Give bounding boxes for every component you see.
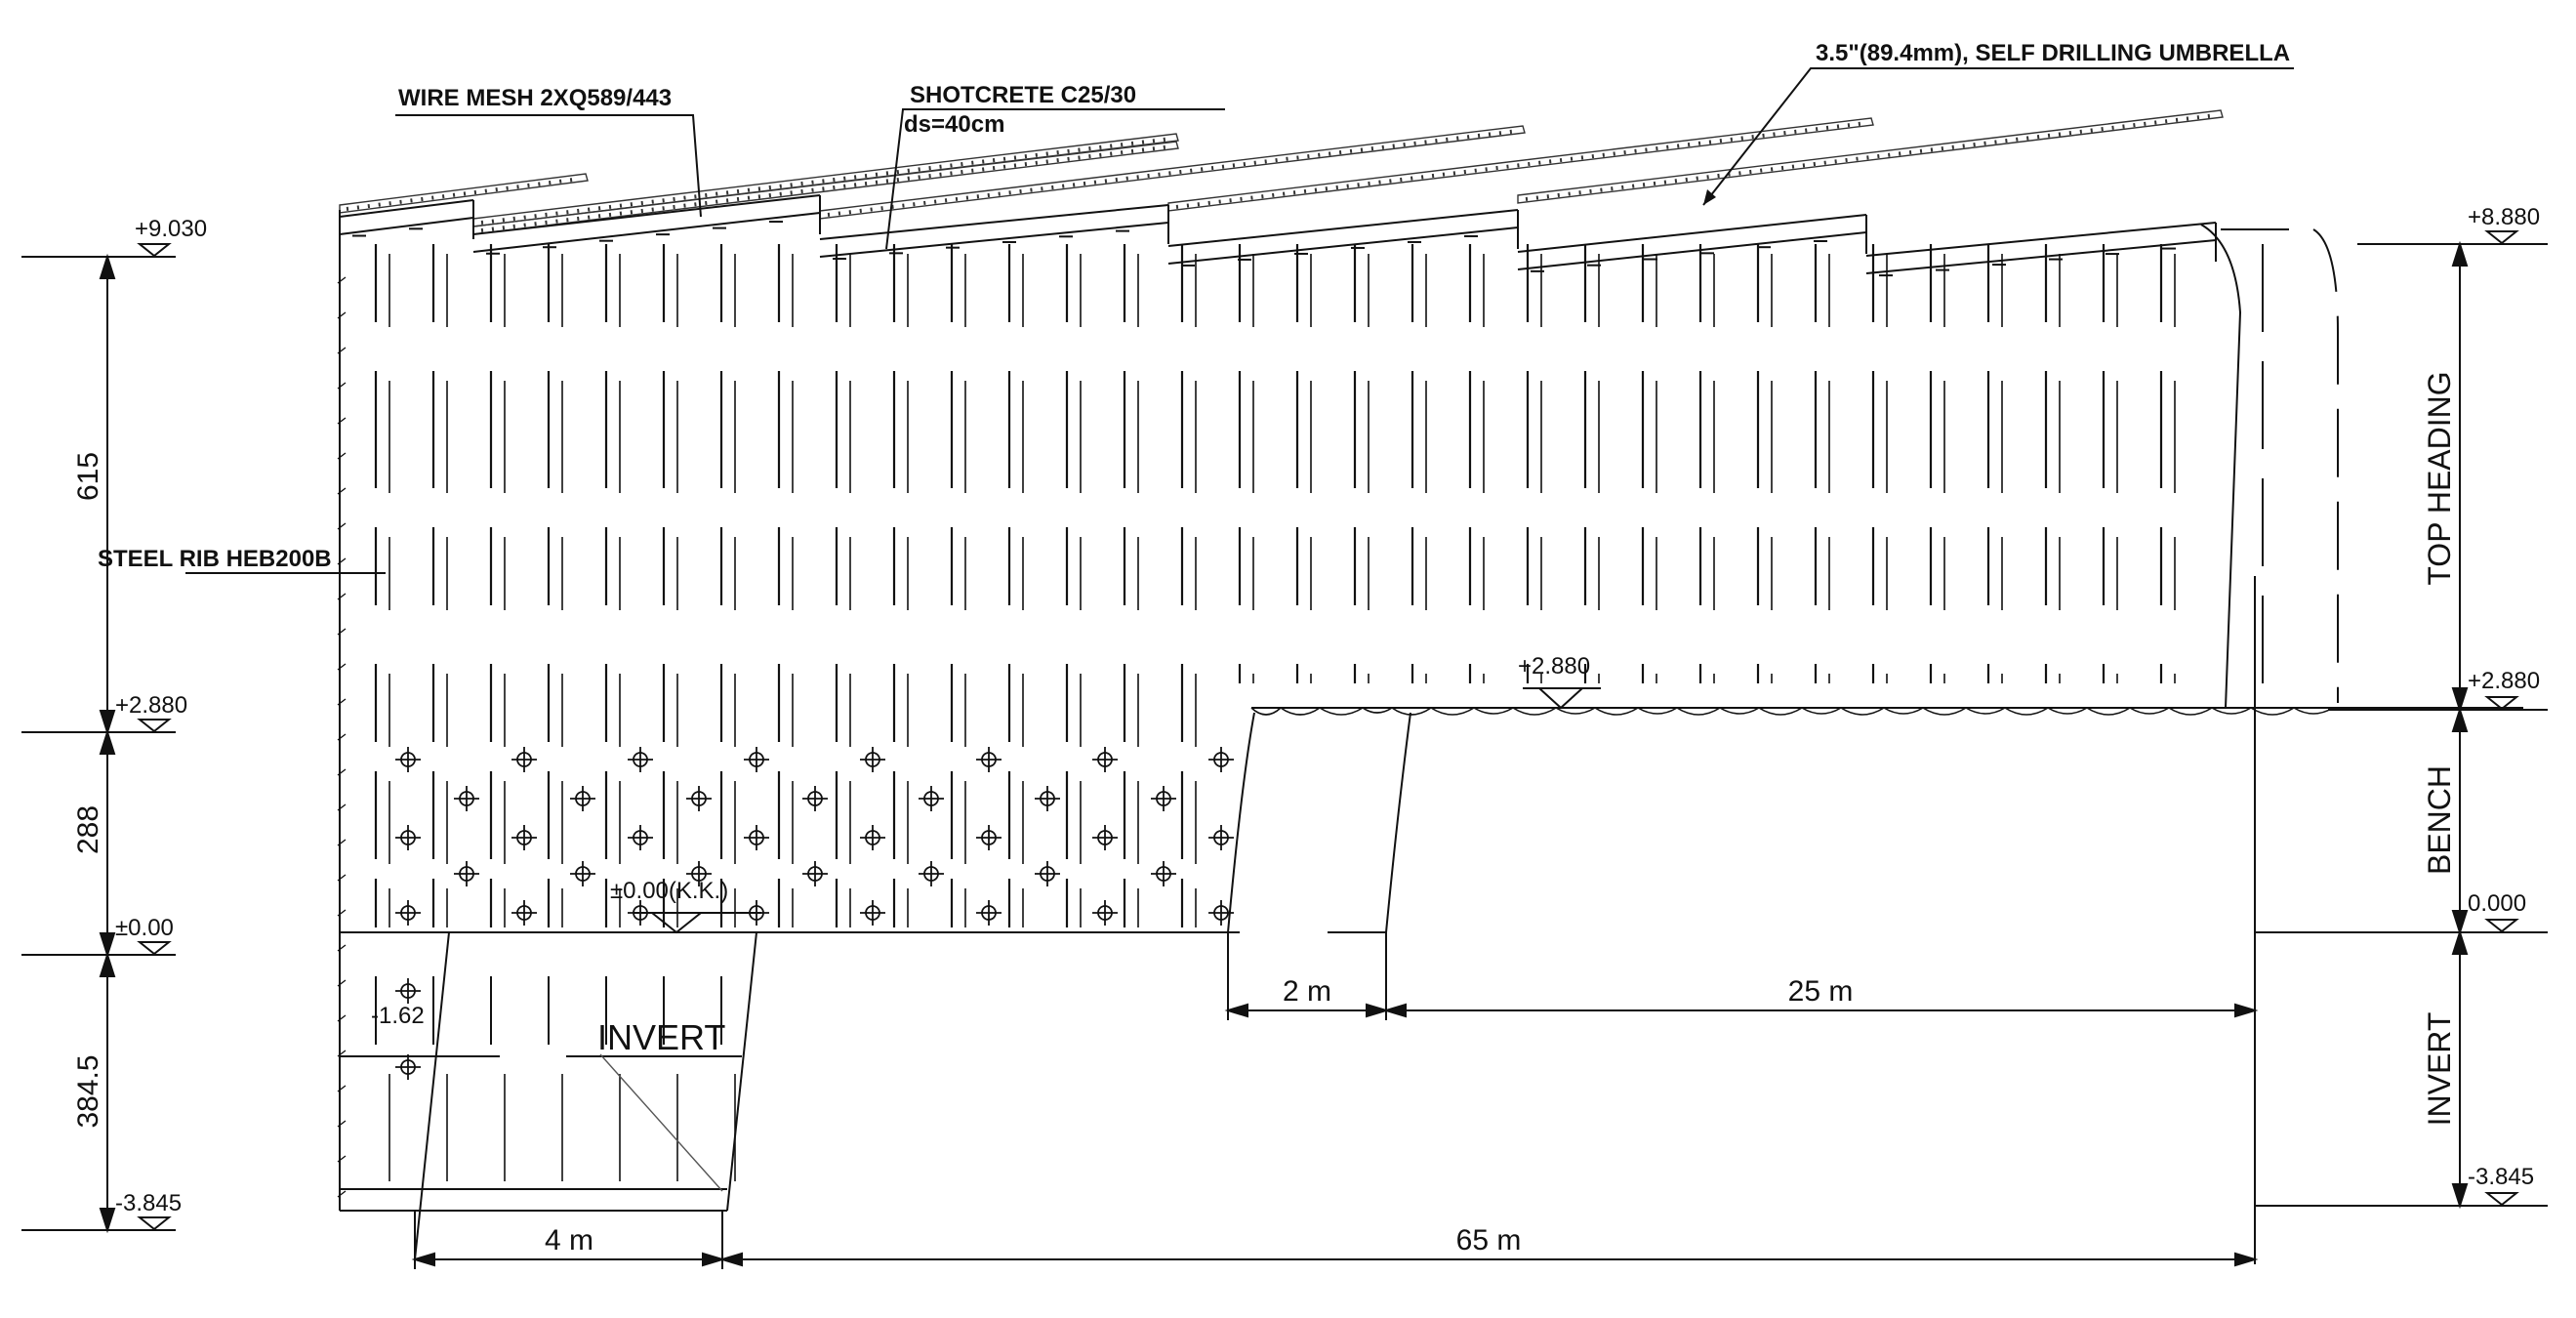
lining-line-inner: [1167, 227, 1519, 265]
bench-face-slope-1: [1227, 712, 1255, 933]
dim-invert-height: 384.5: [72, 1054, 104, 1128]
elev-right-bench: +2.880: [2468, 668, 2540, 694]
elev-right-top: +8.880: [2468, 204, 2540, 230]
dim-bench-height: 288: [72, 805, 104, 854]
zone-invert: INVERT: [2422, 1012, 2457, 1127]
elev-mid-bench: +2.880: [1518, 653, 1590, 680]
zone-top-heading: TOP HEADING: [2422, 371, 2457, 585]
bench-face-slope-2: [1385, 712, 1411, 933]
invert-slope-left: [414, 931, 450, 1260]
wall-tick: [337, 452, 347, 460]
elev-left-top: +9.030: [135, 216, 207, 242]
lining-line-inner: [819, 222, 1169, 258]
lining-line: [1865, 222, 2217, 257]
umbrella-pipes: [339, 109, 2224, 235]
tunnel-crown-lining: [339, 194, 2217, 277]
dim-top-heading-height: 615: [72, 452, 104, 501]
wall-tick: [337, 944, 347, 952]
wall-tick: [337, 698, 347, 706]
wall-tick: [337, 347, 347, 354]
label-shotcrete-ds: ds=40cm: [904, 111, 1004, 138]
label-steel-rib: STEEL RIB HEB200B: [98, 546, 332, 572]
label-umbrella: 3.5"(89.4mm), SELF DRILLING UMBRELLA: [1816, 40, 2290, 66]
elev-right-zero: 0.000: [2468, 890, 2526, 917]
lining-line: [472, 194, 821, 235]
dim-25m: 25 m: [1788, 975, 1854, 1008]
left-wall-ticks: [337, 276, 347, 1198]
lining-line: [339, 199, 474, 218]
wall-tick: [337, 557, 347, 565]
wall-tick: [337, 768, 347, 776]
wall-tick: [337, 522, 347, 530]
wall-tick: [337, 803, 347, 811]
rock-bolt-markers: [395, 747, 1234, 1080]
wall-tick: [337, 417, 347, 425]
lining-line-inner: [339, 217, 474, 235]
wall-tick: [337, 979, 347, 987]
wall-tick: [337, 663, 347, 671]
wall-tick: [337, 1085, 347, 1092]
lining-line: [1517, 214, 1867, 253]
left-elevation-dimensions: [21, 243, 176, 1234]
elev-right-bottom: -3.845: [2468, 1164, 2534, 1190]
dim-65m: 65 m: [1456, 1224, 1522, 1256]
lining-line-inner: [472, 212, 821, 253]
umbrella-pipe: [1517, 109, 2224, 204]
leader-wire-mesh: [395, 114, 702, 218]
umbrella-pipe-dots: [1525, 113, 2217, 201]
leader-umbrella: [1702, 67, 2294, 206]
horizontal-dimensions: [411, 932, 2259, 1269]
wall-tick: [337, 276, 347, 284]
wall-tick: [337, 593, 347, 600]
wall-tick: [337, 311, 347, 319]
wall-tick: [337, 909, 347, 917]
wall-tick: [337, 1120, 347, 1128]
label-shotcrete: SHOTCRETE C25/30: [910, 82, 1136, 108]
wall-tick: [337, 839, 347, 846]
elev-left-bottom: -3.845: [115, 1190, 182, 1216]
right-elevation-dimensions: [2255, 230, 2548, 1210]
dim-4m: 4 m: [545, 1224, 593, 1256]
face-profile-2: [2221, 228, 2339, 703]
elev-left-bench: +2.880: [115, 692, 187, 719]
wall-tick: [337, 1155, 347, 1163]
mid-elevation-markers: [634, 687, 1601, 934]
elev-left-zero: ±0.00: [115, 915, 174, 941]
tunnel-outline: [339, 210, 2523, 1264]
wall-tick: [337, 1050, 347, 1057]
wall-tick: [337, 733, 347, 741]
label-invert: INVERT: [597, 1017, 725, 1057]
lining-line: [1167, 209, 1519, 247]
umbrella-pipe-dots: [346, 177, 582, 211]
wall-tick: [337, 628, 347, 636]
elev-zero-kk: ±0.00(K.K.): [610, 878, 728, 904]
leader-invert: [599, 1053, 723, 1192]
lining-line-inner: [1517, 231, 1867, 270]
lining-line-inner: [1865, 239, 2217, 274]
lining-line: [819, 204, 1169, 240]
wall-tick: [337, 874, 347, 882]
steel-rib-hatching: [374, 244, 2176, 1181]
wall-tick: [337, 1190, 347, 1198]
wall-tick: [337, 1014, 347, 1022]
label-wire-mesh: WIRE MESH 2XQ589/443: [398, 85, 672, 111]
bench-top-edge: [1250, 706, 2334, 716]
invert-slope-right: [726, 931, 757, 1212]
wall-tick: [337, 382, 347, 390]
wall-tick: [337, 487, 347, 495]
leader-shotcrete: [885, 108, 1225, 250]
face-profile-1: [2200, 224, 2242, 709]
zone-bench: BENCH: [2422, 765, 2457, 875]
dim-2m: 2 m: [1283, 975, 1331, 1008]
elev-invert-mid: -1.62: [371, 1003, 425, 1029]
